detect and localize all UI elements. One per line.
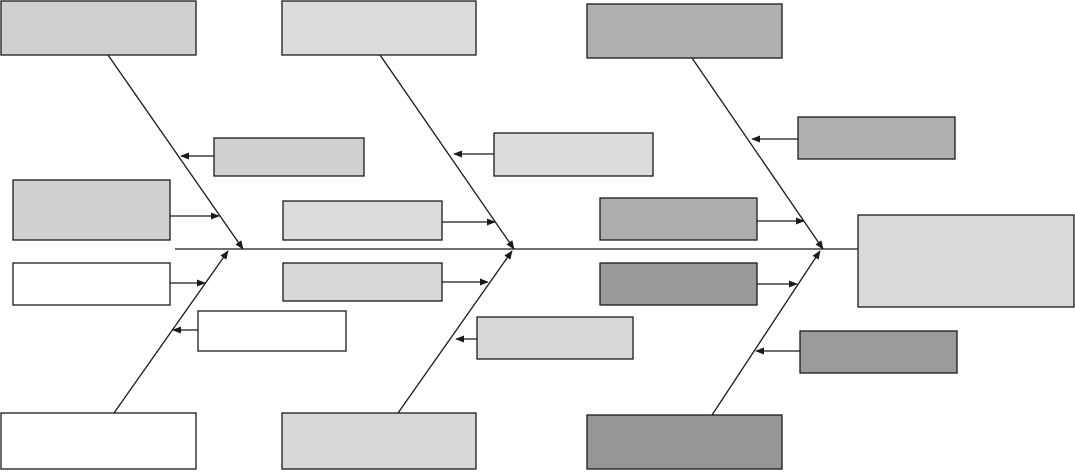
cause-box xyxy=(213,137,365,177)
cause-bottom-1-1 xyxy=(12,262,206,306)
bone-line xyxy=(113,250,229,414)
cause-box xyxy=(599,197,758,241)
cause-box xyxy=(282,200,443,241)
cause-box xyxy=(599,262,758,306)
category-top-3 xyxy=(586,3,824,250)
bone-line xyxy=(711,250,821,416)
category-box xyxy=(0,0,197,56)
cause-box xyxy=(12,179,171,241)
cause-box xyxy=(797,116,956,160)
cause-bottom-3-1 xyxy=(599,262,798,306)
category-bottom-3 xyxy=(586,250,821,470)
cause-box xyxy=(197,310,347,352)
category-bottom-2 xyxy=(281,250,513,470)
cause-bottom-2-2 xyxy=(455,316,634,360)
cause-box xyxy=(493,132,654,177)
cause-top-2-2 xyxy=(282,200,496,241)
bone-line xyxy=(107,54,244,250)
cause-box xyxy=(282,262,443,302)
bone-line xyxy=(691,57,824,250)
cause-top-2-1 xyxy=(453,132,654,177)
cause-box xyxy=(476,316,634,360)
category-box xyxy=(586,414,783,470)
cause-top-1-2 xyxy=(12,179,220,241)
bone-line xyxy=(379,54,515,250)
category-top-2 xyxy=(281,0,515,250)
category-bottom-1 xyxy=(0,250,229,470)
category-box xyxy=(281,0,477,56)
effect-node xyxy=(857,214,1075,308)
effect-box xyxy=(857,214,1075,308)
cause-top-3-2 xyxy=(599,197,805,241)
cause-box xyxy=(12,262,171,306)
cause-bottom-2-1 xyxy=(282,262,489,302)
cause-top-3-1 xyxy=(751,116,956,160)
cause-bottom-1-2 xyxy=(172,310,347,352)
cause-box xyxy=(799,330,958,374)
cause-bottom-3-2 xyxy=(755,330,958,374)
category-top-1 xyxy=(0,0,244,250)
category-box xyxy=(586,3,783,59)
cause-top-1-1 xyxy=(180,137,365,177)
category-box xyxy=(0,412,197,470)
bone-line xyxy=(397,250,513,414)
category-box xyxy=(281,412,477,470)
